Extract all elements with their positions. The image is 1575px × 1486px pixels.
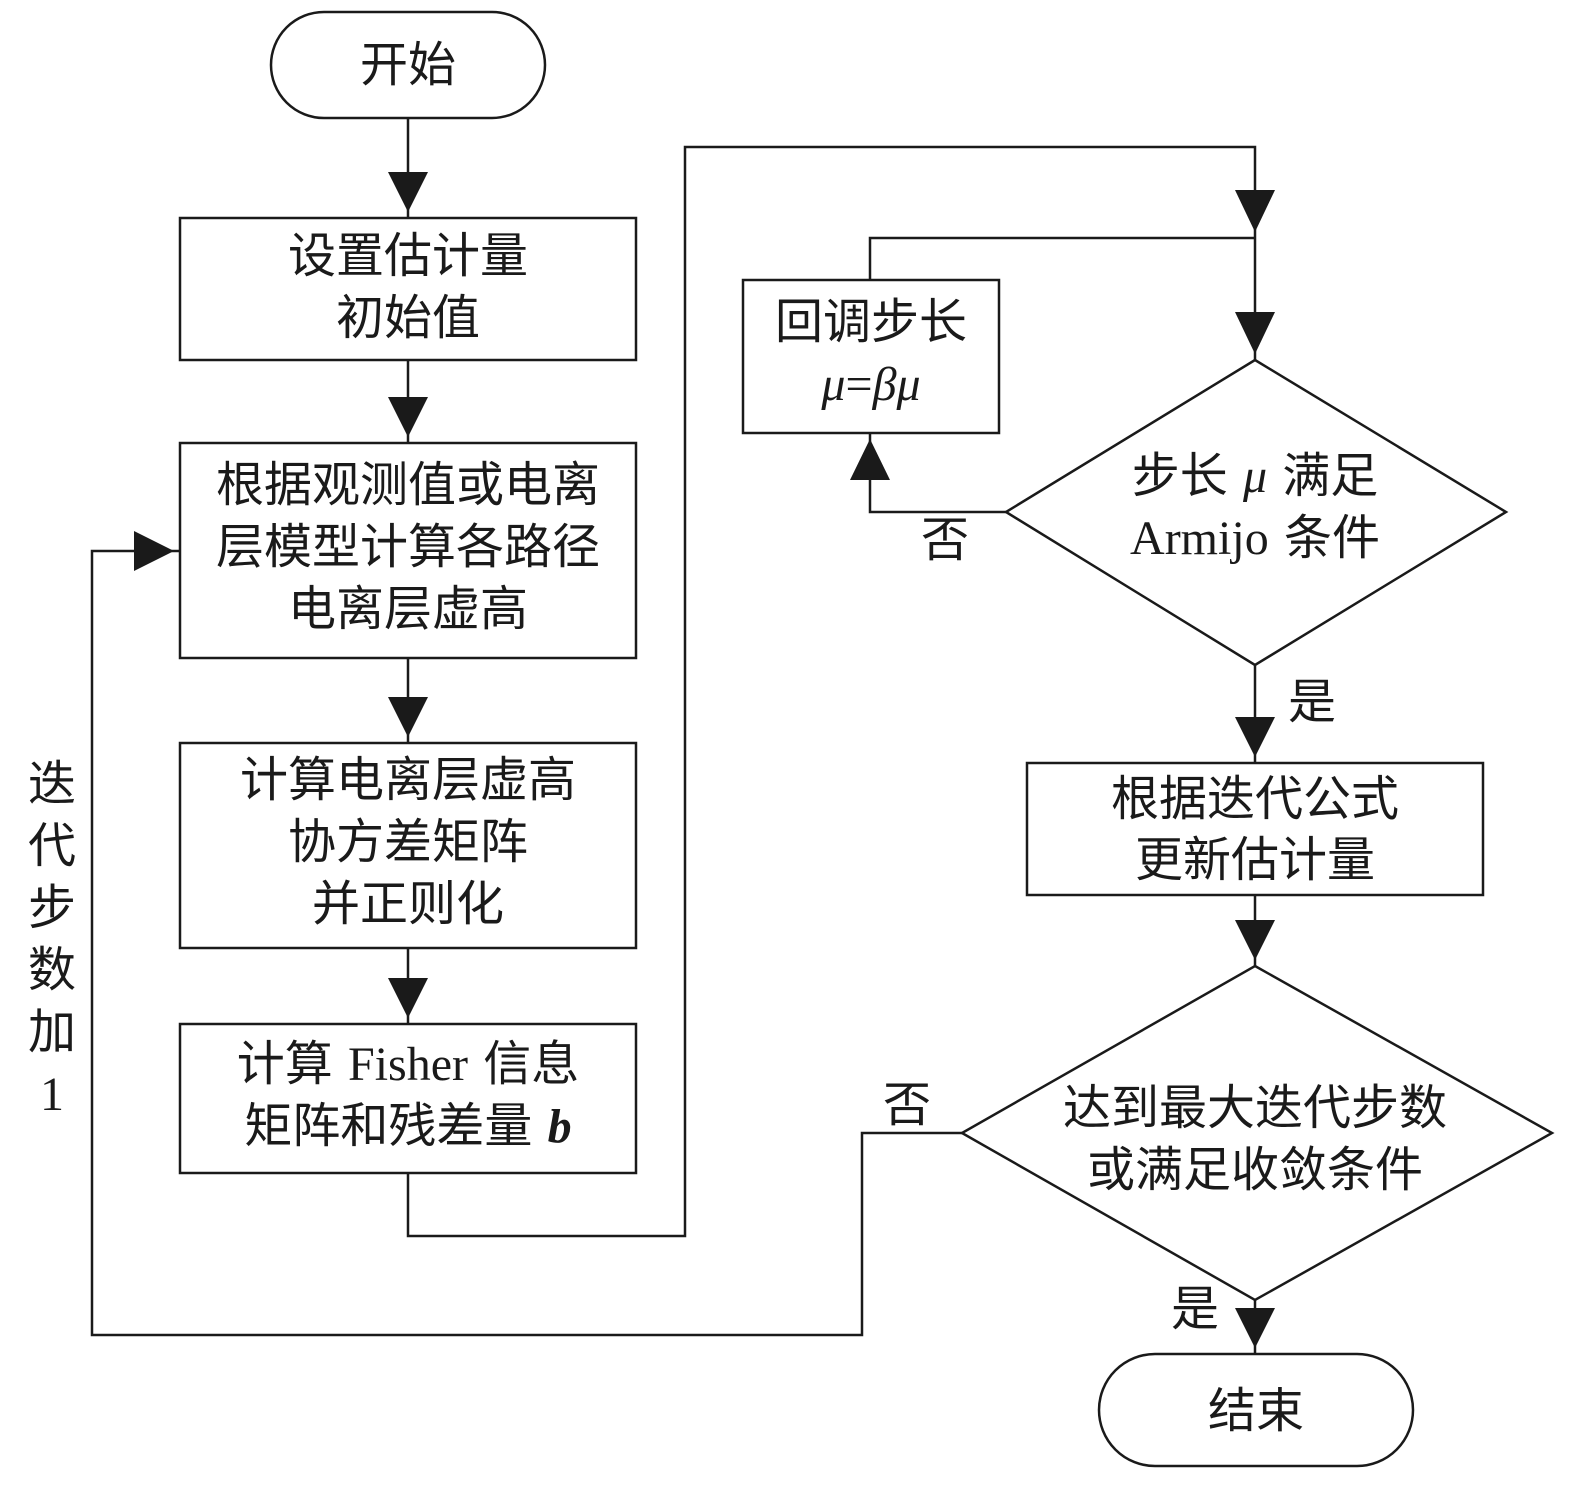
arrowhead-cov-fisher (388, 978, 428, 1018)
backtrack-beta: β (872, 358, 897, 411)
process-cov (178, 741, 638, 950)
arrowhead-init-height (388, 397, 428, 437)
process-backtrack (741, 278, 1001, 435)
loop-label-3: 步 (28, 880, 76, 936)
fisher-line-2: 矩阵和残差量 b (244, 1098, 571, 1154)
fisher-line-1-b: Fisher (348, 1038, 468, 1091)
start-label: 开始 (360, 37, 456, 93)
backtrack-eq: = (846, 358, 873, 411)
update-line-1: 根据迭代公式 (1111, 771, 1399, 827)
backtrack-line-2: μ=βμ (820, 358, 920, 411)
arrowhead-converge-end (1235, 1308, 1275, 1348)
label-no-armijo: 否 (921, 512, 969, 568)
end-label: 结束 (1208, 1383, 1304, 1439)
fisher-line-2-a: 矩阵和残差量 (244, 1098, 547, 1154)
backtrack-mu-2: μ (895, 358, 920, 411)
connector-armijo-backtrack (868, 433, 1006, 514)
terminator-start (269, 10, 547, 120)
backtrack-line-1: 回调步长 (775, 294, 967, 350)
backtrack-mu-1: μ (820, 358, 845, 411)
loop-label-5: 加 (28, 1004, 76, 1060)
connector-fisher-armijo (406, 145, 1257, 1238)
connector-loop-back (90, 549, 962, 1337)
armijo-line-2-b: 条件 (1269, 510, 1380, 566)
height-line-1: 根据观测值或电离 (216, 457, 600, 513)
init-line-2: 初始值 (336, 290, 480, 346)
process-update (1025, 761, 1485, 897)
update-line-2: 更新估计量 (1135, 832, 1375, 888)
armijo-line-1-a: 步长 (1132, 448, 1243, 504)
arrowhead-top-merge (1235, 190, 1275, 232)
process-height (178, 441, 638, 660)
loop-label-6: 1 (40, 1068, 64, 1121)
fisher-line-1-a: 计算 (237, 1036, 348, 1092)
connector-backtrack-armijo (868, 236, 1255, 280)
arrowhead-armijo-entry (1235, 312, 1275, 354)
arrowhead-backtrack-up (850, 439, 890, 480)
cov-line-2: 协方差矩阵 (288, 814, 528, 870)
arrowhead-update-converge (1235, 920, 1275, 960)
arrowhead-start-init (388, 172, 428, 212)
height-line-3: 电离层虚高 (288, 581, 528, 637)
label-no-converge: 否 (883, 1077, 931, 1133)
fisher-line-1: 计算 Fisher 信息 (237, 1036, 580, 1092)
converge-line-1: 达到最大迭代步数 (1063, 1080, 1447, 1136)
loop-label-1: 迭 (28, 756, 76, 812)
converge-line-2: 或满足收敛条件 (1087, 1142, 1423, 1198)
armijo-line-1: 步长 μ 满足 (1132, 448, 1379, 504)
loop-label-4: 数 (28, 942, 76, 998)
process-fisher (178, 1022, 638, 1175)
arrowhead-loop-back (134, 531, 174, 571)
armijo-line-1-c: 满足 (1267, 448, 1378, 504)
height-line-2: 层模型计算各路径 (216, 519, 600, 575)
fisher-line-2-b: b (548, 1100, 572, 1153)
cov-line-1: 计算电离层虚高 (240, 752, 576, 808)
arrowhead-armijo-update (1235, 717, 1275, 757)
terminator-end (1097, 1352, 1415, 1468)
arrowhead-height-cov (388, 697, 428, 737)
label-yes-armijo: 是 (1288, 674, 1336, 730)
armijo-line-2: Armijo 条件 (1130, 510, 1380, 566)
init-line-1: 设置估计量 (288, 228, 528, 284)
armijo-line-2-a: Armijo (1130, 512, 1269, 565)
label-yes-converge: 是 (1171, 1281, 1219, 1337)
fisher-line-1-c: 信息 (468, 1036, 579, 1092)
process-init (178, 216, 638, 362)
cov-line-3: 并正则化 (312, 876, 504, 932)
loop-label-2: 代 (28, 818, 76, 874)
decision-converge (959, 964, 1555, 1302)
decision-armijo (1003, 358, 1509, 667)
armijo-line-1-b: μ (1242, 450, 1267, 503)
